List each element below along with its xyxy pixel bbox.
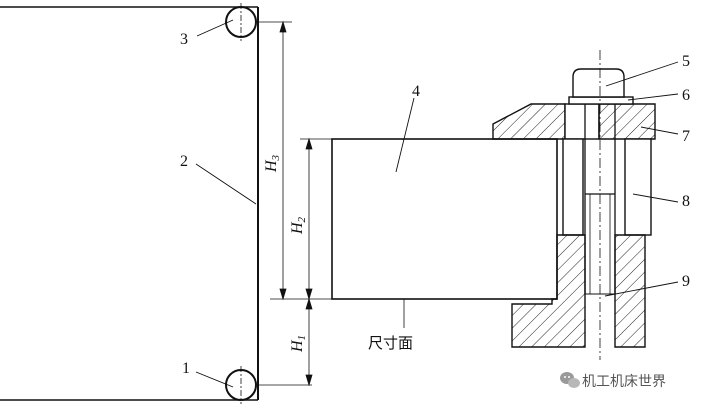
callout-2: 2: [180, 153, 188, 170]
bolt-head: [572, 68, 625, 98]
frame-plate: [0, 6, 259, 401]
clamp-plate: [492, 103, 656, 140]
extension-lines: [258, 21, 332, 386]
callout-4: 4: [412, 83, 420, 100]
washer: [568, 96, 634, 105]
svg-text:H1: H1: [289, 335, 308, 353]
dimension-lines: [279, 20, 313, 387]
svg-text:H2: H2: [289, 216, 308, 235]
support-sleeve: [562, 138, 652, 236]
watermark-text: 机工机床世界: [582, 374, 666, 390]
callout-7: 7: [682, 128, 690, 145]
dim-label-h1: H1: [289, 335, 308, 353]
callout-8: 8: [682, 193, 690, 210]
callout-9: 9: [682, 273, 690, 290]
callout-1: 1: [182, 360, 190, 377]
size-surface-label: 尺寸面: [368, 334, 413, 352]
callout-5: 5: [682, 53, 690, 70]
leader-lines: [195, 19, 679, 388]
callout-3: 3: [180, 31, 188, 48]
wechat-icon: [560, 372, 580, 388]
svg-text:H3: H3: [263, 154, 282, 173]
callout-6: 6: [682, 87, 690, 104]
dim-label-h2: H2: [289, 216, 308, 235]
dim-label-h3: H3: [263, 154, 282, 173]
workpiece-block: [331, 138, 558, 300]
bolt-shank: [584, 104, 616, 294]
